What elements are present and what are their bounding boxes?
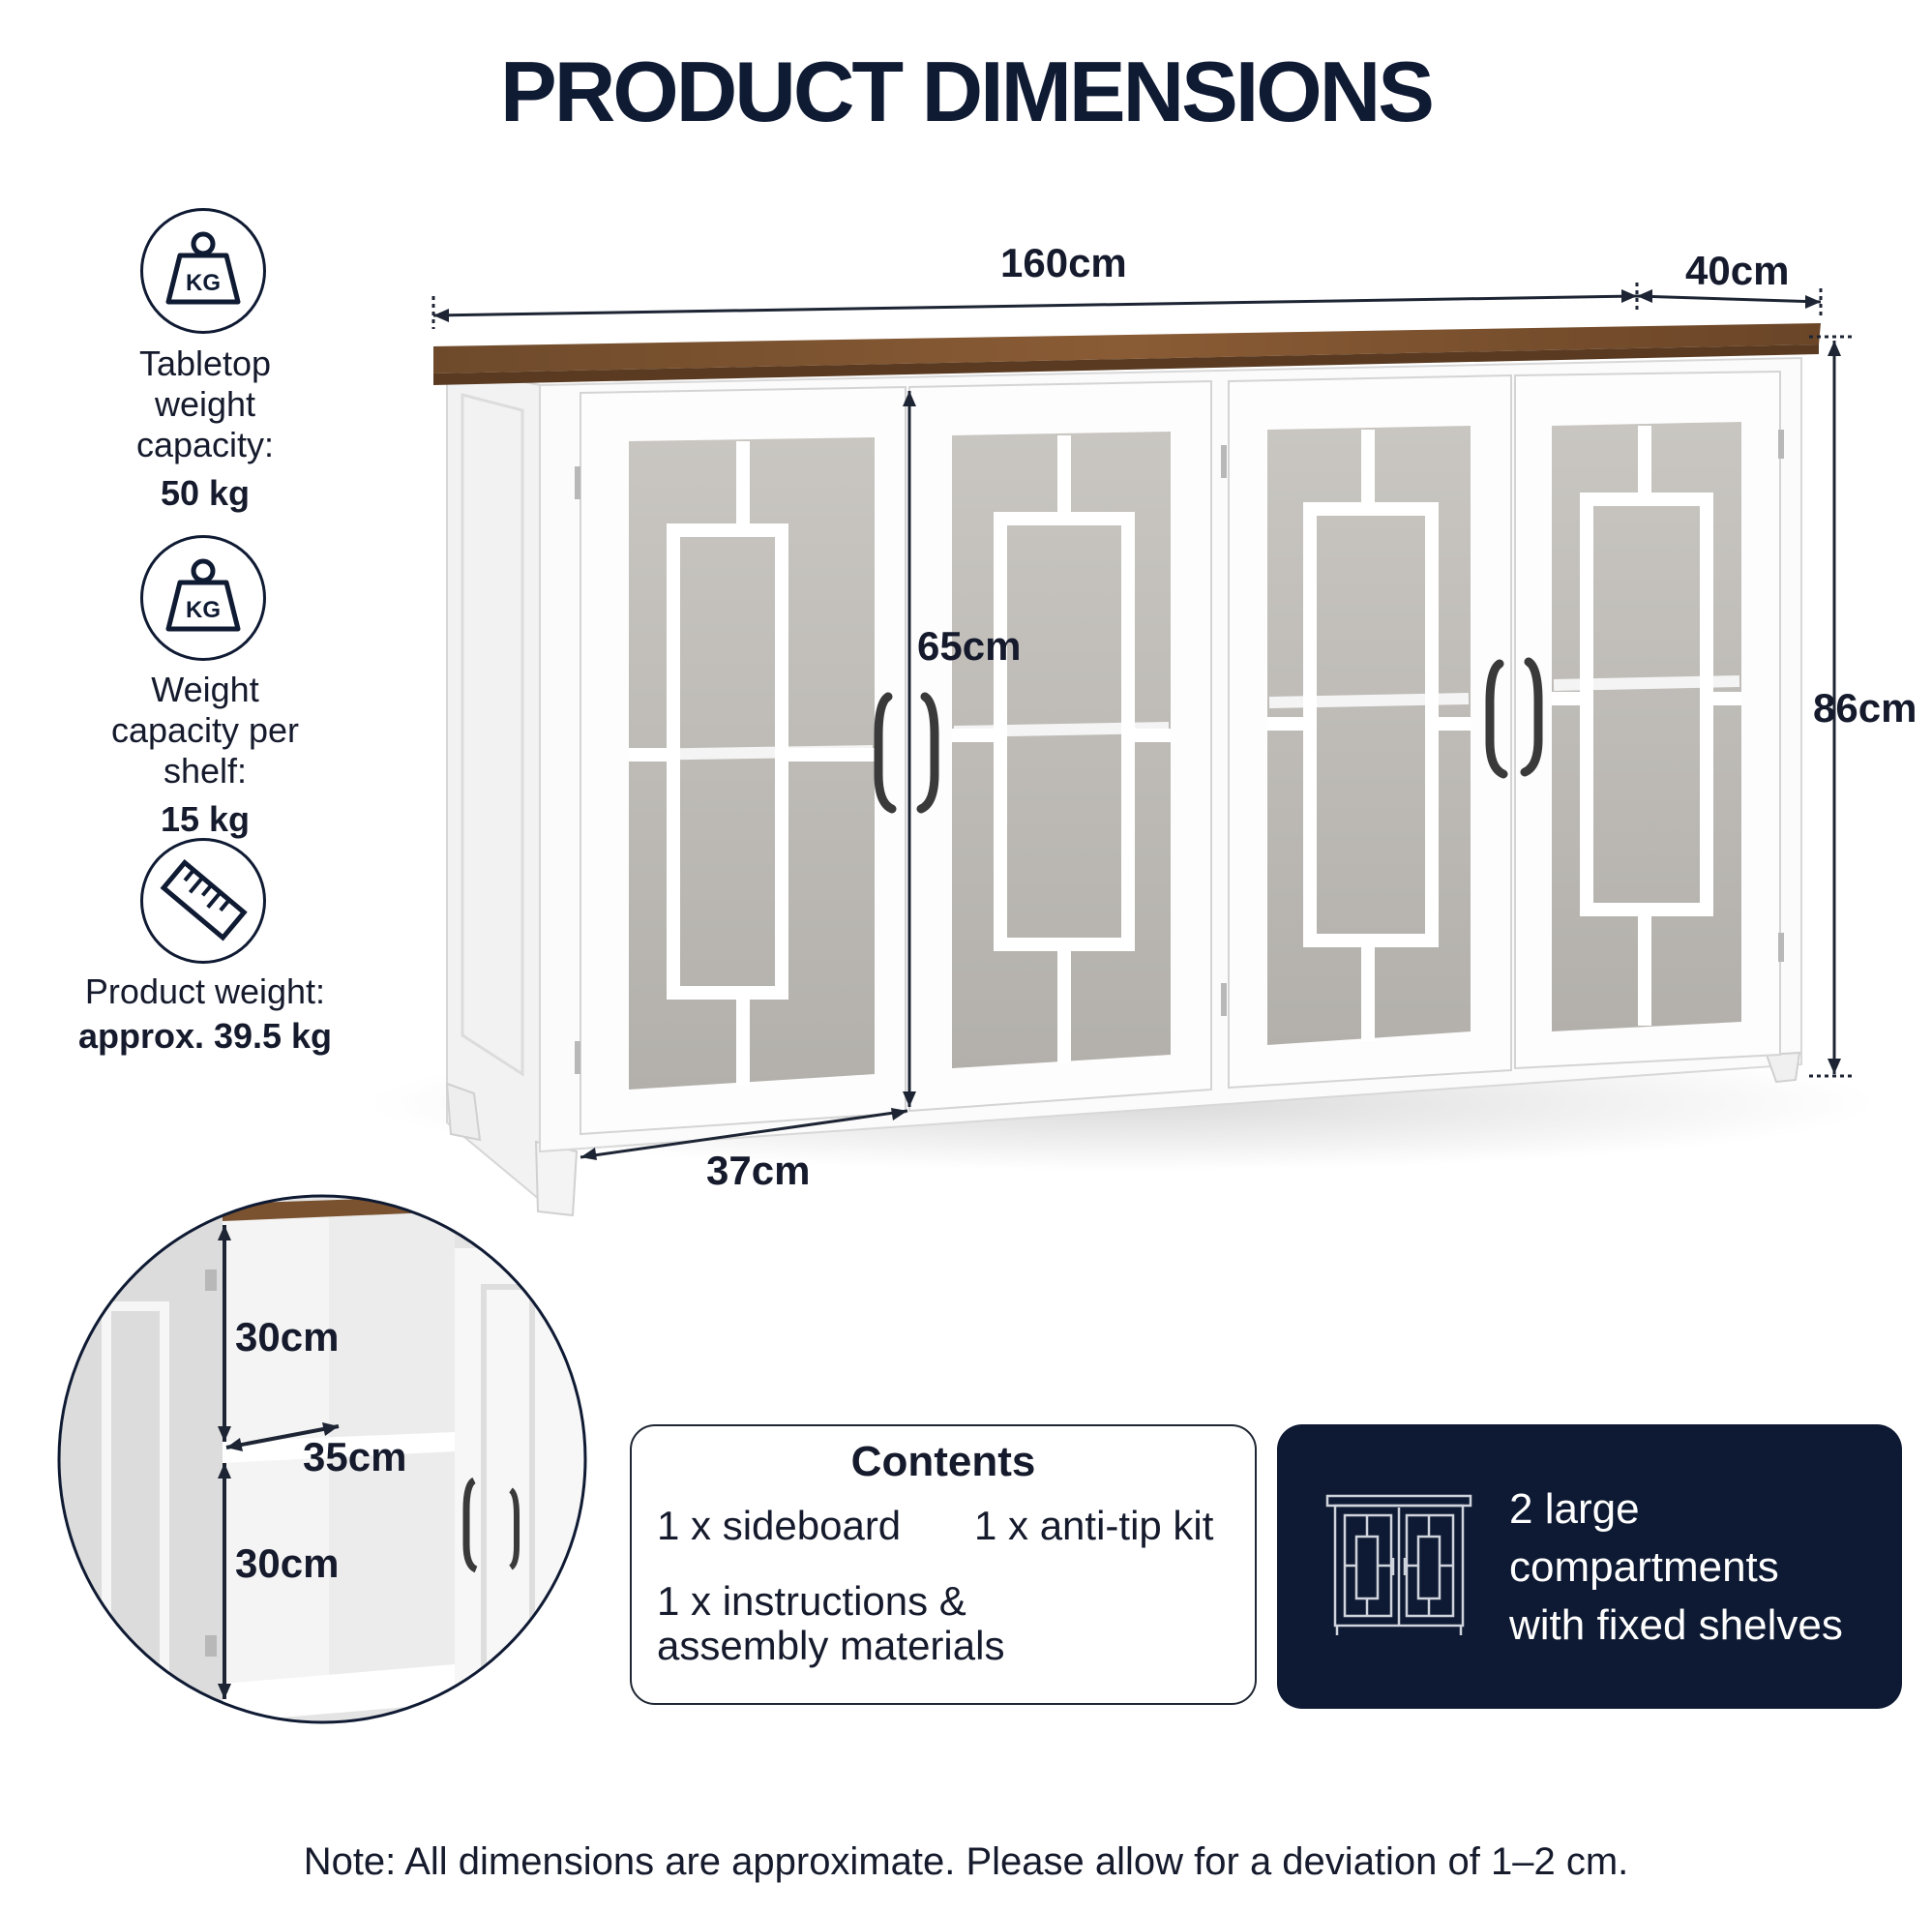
spec-label: Tabletop weight capacity: <box>135 344 275 464</box>
contents-item: 1 x instructions & <box>657 1578 966 1624</box>
wooden-tabletop <box>433 323 1821 373</box>
spec-value: 50 kg <box>160 473 251 513</box>
feature-line: compartments <box>1509 1543 1779 1591</box>
svg-text:KG: KG <box>186 597 221 623</box>
page-title: PRODUCT DIMENSIONS <box>500 44 1435 139</box>
spec-shelf-capacity: Weight capacity per shelf: 15 kg <box>31 670 379 840</box>
spec-tabletop-capacity: Tabletop weight capacity: 50 kg <box>31 344 379 514</box>
feature-box: 2 large compartments with fixed shelves <box>1277 1424 1902 1709</box>
shelf-lower-height-label: 30cm <box>235 1540 340 1586</box>
spec-product-weight: Product weight: approx. 39.5 kg <box>31 971 379 1057</box>
contents-item: assembly materials <box>657 1623 1005 1668</box>
shelf-upper-height-label: 30cm <box>235 1314 340 1359</box>
dimension-depth-side-label: 37cm <box>706 1148 811 1193</box>
interior-detail-circle <box>57 1194 587 1724</box>
contents-item: 1 x anti-tip kit <box>974 1503 1214 1548</box>
svg-text:KG: KG <box>186 270 221 296</box>
contents-title: Contents <box>850 1438 1036 1485</box>
door-fretwork <box>629 426 1741 1086</box>
spec-value: 15 kg <box>160 799 251 839</box>
sideboard-outline-icon <box>1325 1494 1472 1635</box>
dimension-lines <box>431 283 1854 1159</box>
cabinet-side-panel <box>446 364 541 1203</box>
weight-kg-icon: KG <box>140 535 266 661</box>
feature-line: 2 large <box>1509 1485 1640 1533</box>
dimension-width-label: 160cm <box>1000 240 1127 285</box>
contents-item: 1 x sideboard <box>657 1503 902 1548</box>
shelf-depth-label: 35cm <box>303 1434 407 1479</box>
spec-label: Product weight: <box>84 971 326 1011</box>
dimension-height-body-label: 65cm <box>917 623 1022 669</box>
feature-line: with fixed shelves <box>1509 1601 1843 1649</box>
spec-value: approx. 39.5 kg <box>77 1016 333 1056</box>
spec-label: Weight capacity per shelf: <box>110 670 300 791</box>
door-handles <box>874 657 1543 814</box>
weight-kg-icon: KG <box>140 208 266 334</box>
contents-box: Contents 1 x sideboard 1 x anti-tip kit … <box>630 1424 1257 1705</box>
dimensions-note: Note: All dimensions are approximate. Pl… <box>303 1840 1629 1883</box>
dimension-depth-top-label: 40cm <box>1685 248 1790 293</box>
feature-text: 2 large compartments with fixed shelves <box>1509 1480 1896 1655</box>
ruler-icon <box>140 838 266 964</box>
dimension-height-total-label: 86cm <box>1813 685 1917 731</box>
